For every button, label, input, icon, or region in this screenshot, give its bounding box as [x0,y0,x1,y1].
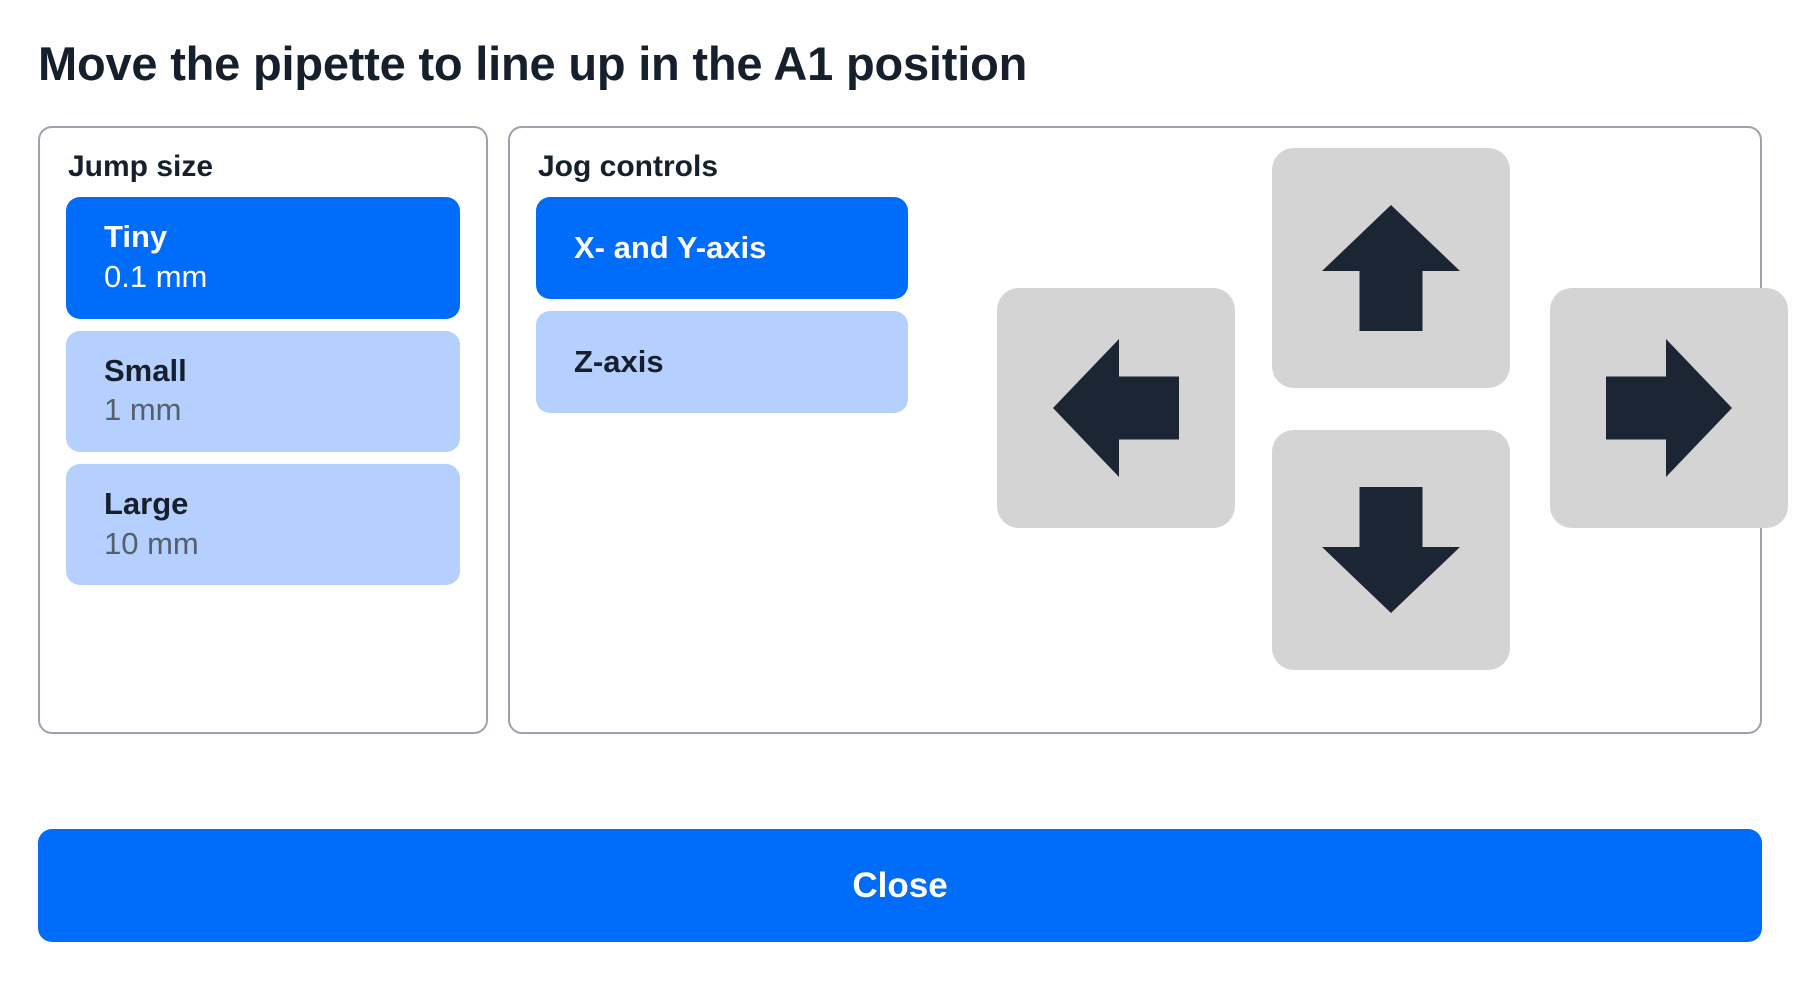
jog-down-button[interactable] [1272,430,1510,671]
jump-size-option-large[interactable]: Large 10 mm [66,464,460,586]
axis-option-xy[interactable]: X- and Y-axis [536,197,908,300]
jump-size-option-list: Tiny 0.1 mm Small 1 mm Large 10 mm [66,197,460,586]
jump-size-panel: Jump size Tiny 0.1 mm Small 1 mm Large 1… [38,126,488,735]
close-button[interactable]: Close [38,829,1762,942]
dpad [997,148,1797,698]
jump-size-heading: Jump size [68,150,214,184]
jump-size-option-tiny[interactable]: Tiny 0.1 mm [66,197,460,319]
jog-right-button[interactable] [1550,288,1788,529]
jump-size-option-small[interactable]: Small 1 mm [66,330,460,453]
jump-size-option-name: Tiny [104,219,168,255]
axis-option-list: X- and Y-axis Z-axis [536,197,908,414]
jump-size-option-name: Large [104,486,189,522]
panels-row: Jump size Tiny 0.1 mm Small 1 mm Large 1… [38,126,1788,735]
jog-controls-heading: Jog controls [538,150,719,184]
arrow-left-icon [1041,333,1191,483]
page-title: Move the pipette to line up in the A1 po… [38,37,1028,90]
jog-controls-panel: Jog controls X- and Y-axis Z-axis [508,126,1788,735]
jog-left-button[interactable] [997,288,1235,529]
axis-option-z[interactable]: Z-axis [536,311,908,414]
jump-size-option-value: 1 mm [104,392,182,428]
arrow-up-icon [1316,193,1466,343]
jump-size-option-name: Small [104,352,187,388]
arrow-down-icon [1316,475,1466,625]
jump-size-option-value: 10 mm [104,525,199,561]
arrow-right-icon [1594,333,1744,483]
jump-size-option-value: 0.1 mm [104,259,208,295]
jog-up-button[interactable] [1272,148,1510,389]
